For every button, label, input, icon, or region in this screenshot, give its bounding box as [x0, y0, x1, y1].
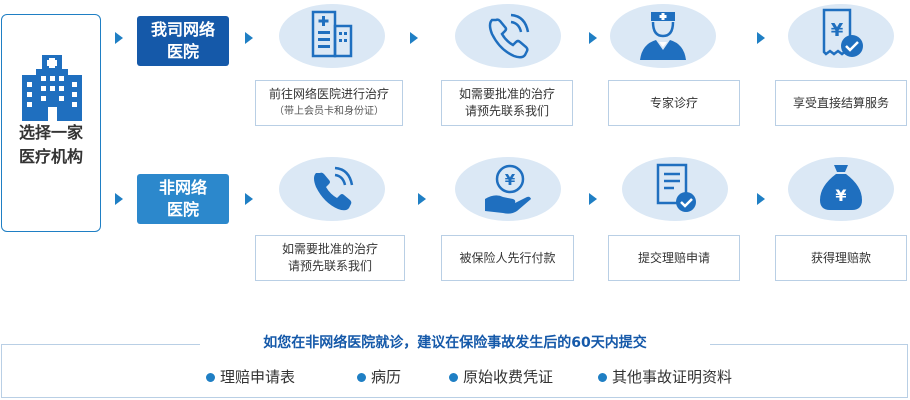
document-label: 其他事故证明资料 — [612, 368, 733, 386]
step-icon-circle — [455, 4, 561, 68]
flow-arrow — [589, 193, 597, 205]
svg-text:¥: ¥ — [835, 186, 846, 205]
step-text: 提交理赔申请 — [637, 250, 710, 265]
document-item: 病历 — [357, 367, 401, 387]
flow-arrow — [115, 193, 123, 205]
bullet-icon — [449, 372, 458, 382]
phone-icon — [314, 166, 354, 211]
phone-icon — [488, 13, 530, 59]
step-text: 请预先联系我们 — [464, 104, 549, 118]
step-text-box: 前往网络医院进行治疗 （带上会员卡和身份证） — [255, 80, 403, 126]
hospital-building-icon — [22, 55, 82, 121]
step-text-box: 如需要批准的治疗 请预先联系我们 — [441, 80, 573, 126]
document-item: 其他事故证明资料 — [598, 367, 732, 387]
step-text-box: 专家诊疗 — [608, 80, 740, 126]
receipt-check-icon: ¥ — [822, 8, 863, 57]
step-text: 获得理赔款 — [810, 250, 871, 265]
non-network-hospital-label: 非网络 医院 — [137, 174, 229, 224]
step-text-box: 享受直接结算服务 — [775, 80, 907, 126]
document-item: 理赔申请表 — [206, 367, 295, 387]
step-text: 前往网络医院进行治疗 — [268, 87, 389, 101]
step-text: 享受直接结算服务 — [792, 95, 889, 110]
doctor-icon — [640, 12, 686, 60]
step-icon-circle: ¥ — [788, 4, 894, 68]
step-icon-circle — [279, 4, 385, 68]
non-network-hospital-line: 医院 — [166, 200, 199, 219]
flow-arrow — [589, 32, 597, 44]
step-text-box: 提交理赔申请 — [608, 235, 740, 281]
step-icon-circle — [279, 157, 385, 221]
step-subtext: （带上会员卡和身份证） — [274, 106, 384, 117]
notice-title: 如您在非网络医院就诊，建议在保险事故发生后的60天内提交 — [200, 332, 710, 354]
network-hospital-label: 我司网络 医院 — [137, 16, 229, 66]
step-text: 专家诊疗 — [649, 95, 698, 110]
bullet-icon — [357, 372, 366, 382]
step-text: 如需要批准的治疗 — [458, 87, 555, 101]
document-label: 病历 — [371, 368, 402, 386]
start-label-line: 选择一家 — [18, 123, 83, 142]
flow-arrow — [245, 193, 253, 205]
flow-arrow — [418, 193, 426, 205]
document-label: 原始收费凭证 — [463, 368, 554, 386]
step-text: 被保险人先行付款 — [459, 250, 556, 265]
start-label: 选择一家 医疗机构 — [2, 121, 100, 169]
network-hospital-line: 医院 — [166, 42, 199, 61]
step-icon-circle — [610, 4, 716, 68]
step-text-box: 被保险人先行付款 — [441, 235, 574, 281]
step-text: 如需要批准的治疗 — [281, 242, 378, 256]
step-icon-circle: ¥ — [455, 157, 561, 221]
step-icon-circle: ¥ — [788, 157, 894, 221]
step-icon-circle — [622, 157, 728, 221]
flow-arrow — [757, 32, 765, 44]
step-text: 请预先联系我们 — [287, 259, 372, 273]
network-hospital-line: 我司网络 — [150, 20, 215, 39]
document-check-icon — [656, 163, 696, 212]
flow-arrow — [410, 32, 418, 44]
document-label: 理赔申请表 — [220, 368, 296, 386]
bullet-icon — [598, 372, 607, 382]
money-bag-icon: ¥ — [820, 165, 862, 210]
flow-arrow — [757, 193, 765, 205]
bullet-icon — [206, 372, 215, 382]
hand-coin-icon: ¥ — [485, 164, 531, 214]
document-item: 原始收费凭证 — [449, 367, 553, 387]
svg-text:¥: ¥ — [831, 20, 844, 41]
non-network-hospital-line: 非网络 — [158, 178, 207, 197]
flow-arrow — [245, 32, 253, 44]
start-box: 选择一家 医疗机构 — [1, 14, 101, 232]
hospital-icon — [311, 10, 353, 58]
start-label-line: 医疗机构 — [18, 147, 83, 166]
svg-text:¥: ¥ — [505, 171, 516, 189]
step-text-box: 如需要批准的治疗 请预先联系我们 — [255, 235, 405, 281]
step-text-box: 获得理赔款 — [775, 235, 907, 281]
flow-arrow — [115, 32, 123, 44]
